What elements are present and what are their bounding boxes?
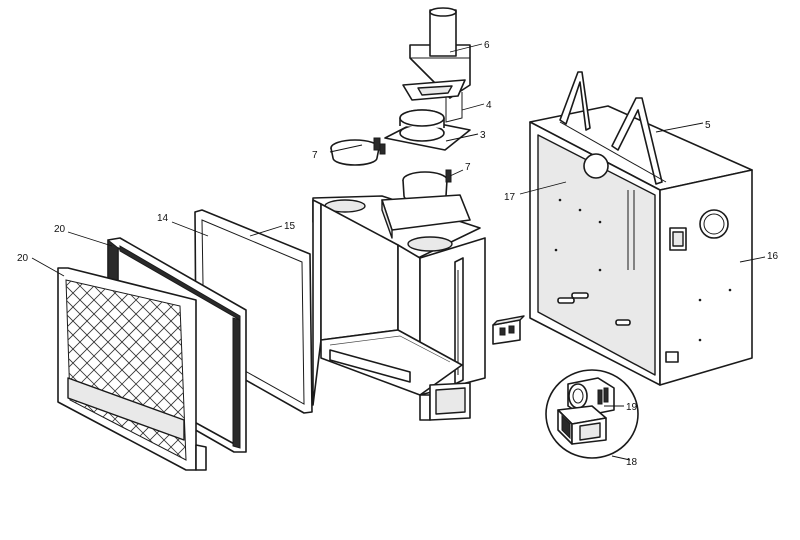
- part-4-bracket: [402, 79, 466, 123]
- part-19-blower-motor: [567, 377, 615, 417]
- callout-7-center: 7: [465, 162, 471, 173]
- callout-14: 14: [157, 213, 169, 224]
- callout-19: 19: [626, 402, 638, 413]
- part-3-collar-plate: [384, 109, 471, 151]
- firebox-body: [312, 194, 486, 421]
- callout-3: 3: [480, 130, 486, 141]
- callout-7-left: 7: [312, 150, 318, 161]
- callout-20-front: 20: [17, 253, 29, 264]
- callout-18: 18: [626, 457, 638, 468]
- part-5-standoffs: [559, 71, 667, 185]
- part-20-mesh-screen: [57, 267, 207, 471]
- part-16-outer-enclosure: [529, 105, 753, 386]
- part-18-blower-assembly: [545, 369, 639, 459]
- receptacle-box: [492, 315, 525, 345]
- callout-15: 15: [284, 221, 296, 232]
- callout-5: 5: [705, 120, 711, 131]
- callout-17: 17: [504, 192, 516, 203]
- part-7-ring-adapter-left: [330, 137, 386, 166]
- callout-4: 4: [486, 100, 492, 111]
- callout-leaders: [31, 43, 766, 461]
- callout-16: 16: [767, 251, 779, 262]
- callout-6: 6: [484, 40, 490, 51]
- callout-20-rear: 20: [54, 224, 66, 235]
- callout-labels: 6 4 3 7 7 5 17 16 14 15 20 20 19 18: [17, 40, 779, 468]
